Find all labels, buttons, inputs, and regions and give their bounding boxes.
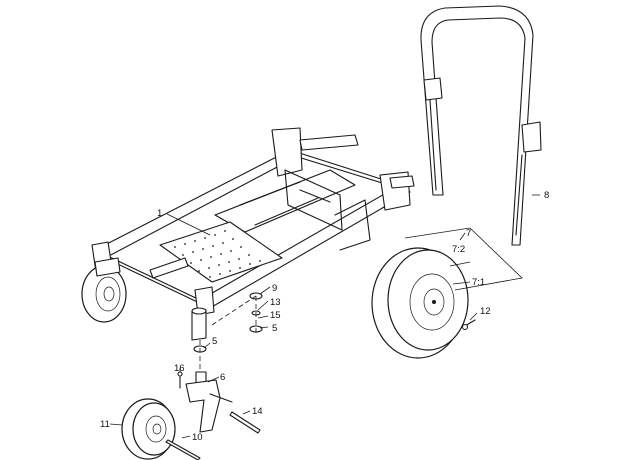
floor-plate-holes <box>174 230 261 278</box>
callout-13: 13 <box>270 297 281 308</box>
caster-wheel <box>121 398 176 460</box>
callout-10: 10 <box>192 432 203 443</box>
callout-7: 7 <box>466 228 471 239</box>
callout-15: 15 <box>270 310 281 321</box>
drive-wheel-assembly <box>371 247 469 359</box>
callout-9: 9 <box>272 283 277 294</box>
roll-bar <box>420 5 542 246</box>
callout-5-lower: 5 <box>212 336 217 347</box>
callout-labels: 1 9 13 15 5 5 6 16 14 10 11 8 7 7:2 7:1 … <box>100 190 549 443</box>
caster-spindle-tube <box>191 307 207 341</box>
leader-lines <box>109 194 540 439</box>
callout-5-upper: 5 <box>272 323 277 334</box>
callout-7-2: 7:2 <box>452 244 465 255</box>
axle-bolt <box>229 411 261 434</box>
callout-16: 16 <box>174 363 185 374</box>
callout-11: 11 <box>100 419 110 430</box>
callout-1: 1 <box>157 208 162 219</box>
caster-fork <box>185 371 233 433</box>
callout-7-1: 7:1 <box>472 277 485 288</box>
main-frame <box>91 127 415 316</box>
callout-14: 14 <box>252 406 263 417</box>
frame-caster-wheel <box>81 257 127 323</box>
callout-8: 8 <box>544 190 549 201</box>
spacer-tube <box>165 439 201 460</box>
callout-12: 12 <box>480 306 491 317</box>
callout-6: 6 <box>220 372 225 383</box>
spindle-hardware <box>211 292 263 335</box>
